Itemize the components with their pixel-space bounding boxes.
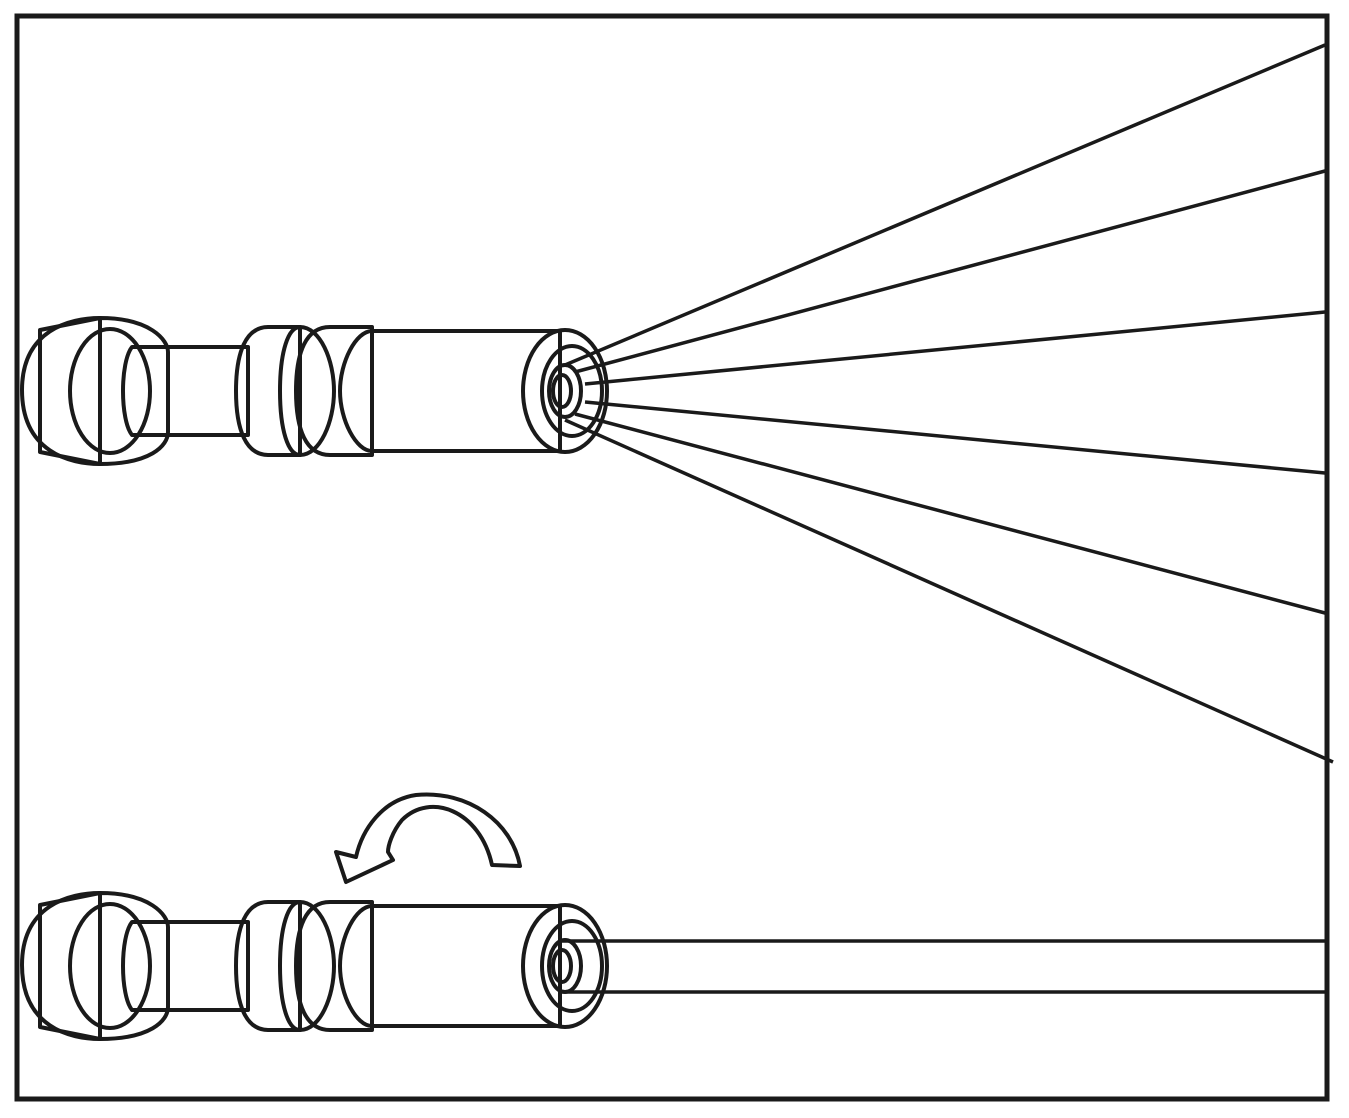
spray-ray [574,169,1326,374]
spray-pattern [564,43,1334,764]
spray-ray [564,43,1326,367]
knurled-grip-icon [234,900,302,1032]
spray-ray [564,418,1334,764]
spray-ray [574,412,1326,615]
spray-nozzle [20,316,609,466]
spray-ray [584,400,1326,475]
knurled-grip-icon [234,325,302,457]
knurled-grip-icon [294,900,374,1032]
jet-pattern [562,939,1325,994]
panel-frame [14,13,1330,1102]
knurled-grip-icon [294,325,374,457]
jet-nozzle [20,891,609,1041]
spray-ray [584,310,1326,386]
rotate-arrow-icon [334,792,522,884]
